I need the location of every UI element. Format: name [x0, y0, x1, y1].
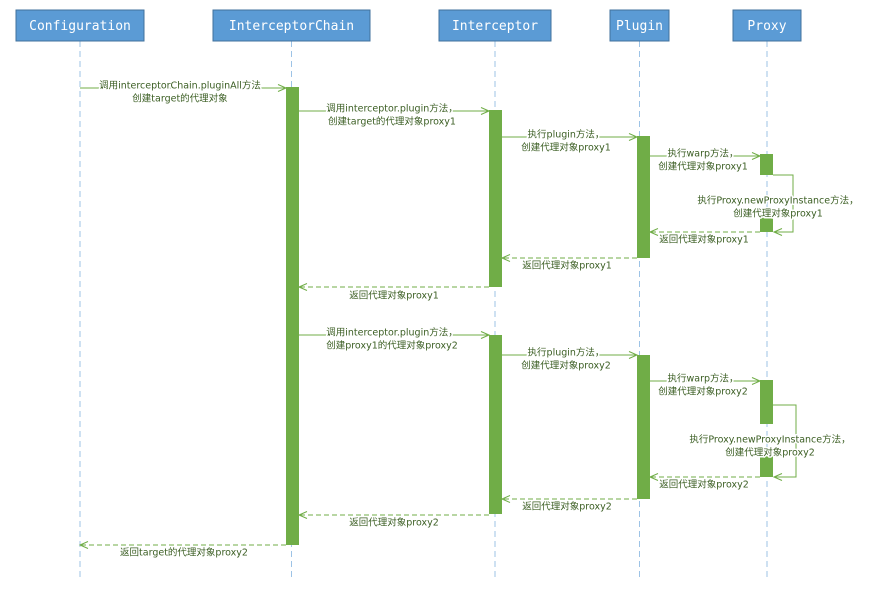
message-label-line: 执行warp方法， [667, 148, 738, 160]
message-return-interceptor-chain-to-configuration: 返回target的代理对象proxy2 [80, 545, 286, 560]
message-label-line: 返回代理对象proxy2 [659, 479, 749, 491]
participant-label: Proxy [747, 19, 786, 34]
message-label-line: 调用interceptor.plugin方法， [326, 327, 458, 339]
message-label-line: 执行Proxy.newProxyInstance方法， [697, 195, 858, 207]
message-call-interceptor-to-plugin: 执行plugin方法，创建代理对象proxy1 [502, 127, 637, 155]
message-label-line: 创建proxy1的代理对象proxy2 [326, 340, 458, 352]
participant-label: Plugin [616, 19, 663, 34]
message-return-proxy-to-plugin: 返回代理对象proxy2 [650, 477, 760, 492]
message-label-line: 执行plugin方法， [528, 347, 605, 359]
activation-bar-proxy [760, 217, 773, 232]
message-call-interceptor-chain-to-interceptor: 调用interceptor.plugin方法，创建target的代理对象prox… [299, 101, 489, 129]
message-label-line: 返回代理对象proxy1 [522, 260, 612, 272]
participant-configuration: Configuration [15, 9, 145, 42]
message-return-plugin-to-interceptor: 返回代理对象proxy2 [502, 499, 637, 514]
participant-label: Interceptor [452, 19, 538, 34]
activation-bar-plugin [637, 136, 650, 258]
message-label-line: 调用interceptor.plugin方法， [326, 103, 458, 115]
message-call-plugin-to-proxy: 执行warp方法，创建代理对象proxy1 [650, 146, 760, 174]
message-label-line: 调用interceptorChain.pluginAll方法 [99, 80, 261, 92]
participant-interceptor-chain: InterceptorChain [212, 9, 371, 42]
activation-bar-proxy [760, 154, 773, 175]
message-self-proxy-to-proxy: 执行Proxy.newProxyInstance方法，创建代理对象proxy2 [688, 404, 852, 477]
message-label-line: 创建代理对象proxy1 [658, 161, 748, 173]
self-call-arrow [773, 404, 797, 477]
participant-box [609, 9, 670, 42]
participant-box [438, 9, 552, 42]
message-label-line: 创建代理对象proxy2 [658, 386, 748, 398]
message-label-line: 返回代理对象proxy1 [349, 290, 439, 302]
message-return-interceptor-to-interceptor-chain: 返回代理对象proxy2 [299, 515, 489, 530]
message-label-line: 执行Proxy.newProxyInstance方法， [689, 434, 850, 446]
message-self-proxy-to-proxy: 执行Proxy.newProxyInstance方法，创建代理对象proxy1 [696, 174, 860, 232]
activation-bars [286, 87, 773, 545]
message-label-line: 执行warp方法， [667, 373, 738, 385]
message-label-line: 返回代理对象proxy2 [522, 501, 612, 513]
message-call-configuration-to-interceptor-chain: 调用interceptorChain.pluginAll方法创建target的代… [80, 78, 286, 106]
message-label-line: 创建target的代理对象proxy1 [328, 116, 456, 128]
activation-bar-interceptor-chain [286, 87, 299, 545]
messages: 调用interceptorChain.pluginAll方法创建target的代… [80, 78, 860, 560]
message-label-line: 返回代理对象proxy2 [349, 517, 439, 529]
participant-label: InterceptorChain [229, 19, 354, 34]
activation-bar-proxy [760, 380, 773, 424]
message-return-proxy-to-plugin: 返回代理对象proxy1 [650, 232, 760, 247]
message-call-interceptor-chain-to-interceptor: 调用interceptor.plugin方法，创建proxy1的代理对象prox… [299, 325, 489, 353]
message-label-line: 返回target的代理对象proxy2 [120, 547, 248, 559]
activation-bar-proxy [760, 456, 773, 477]
message-call-interceptor-to-plugin: 执行plugin方法，创建代理对象proxy2 [502, 345, 637, 373]
participant-plugin: Plugin [609, 9, 670, 42]
message-label-line: 创建target的代理对象 [132, 93, 228, 105]
participant-box [212, 9, 371, 42]
message-label-line: 创建代理对象proxy2 [725, 447, 815, 459]
activation-bar-interceptor [489, 110, 502, 287]
participant-headers: Configuration InterceptorChain Interceptor… [15, 9, 802, 42]
message-label-line: 返回代理对象proxy1 [659, 234, 749, 246]
message-label-line: 创建代理对象proxy1 [521, 142, 611, 154]
message-label-line: 执行plugin方法， [528, 129, 605, 141]
participant-proxy: Proxy [732, 9, 802, 42]
message-return-interceptor-to-interceptor-chain: 返回代理对象proxy1 [299, 287, 489, 303]
participant-box [15, 9, 145, 42]
message-call-plugin-to-proxy: 执行warp方法，创建代理对象proxy2 [650, 371, 760, 399]
message-return-plugin-to-interceptor: 返回代理对象proxy1 [502, 258, 637, 273]
message-label-line: 创建代理对象proxy1 [733, 208, 823, 220]
participant-box [732, 9, 802, 42]
activation-bar-interceptor [489, 335, 502, 514]
participant-interceptor: Interceptor [438, 9, 552, 42]
activation-bar-plugin [637, 355, 650, 499]
self-call-arrow [773, 174, 794, 232]
message-label-line: 创建代理对象proxy2 [521, 360, 611, 372]
participant-label: Configuration [29, 19, 131, 34]
